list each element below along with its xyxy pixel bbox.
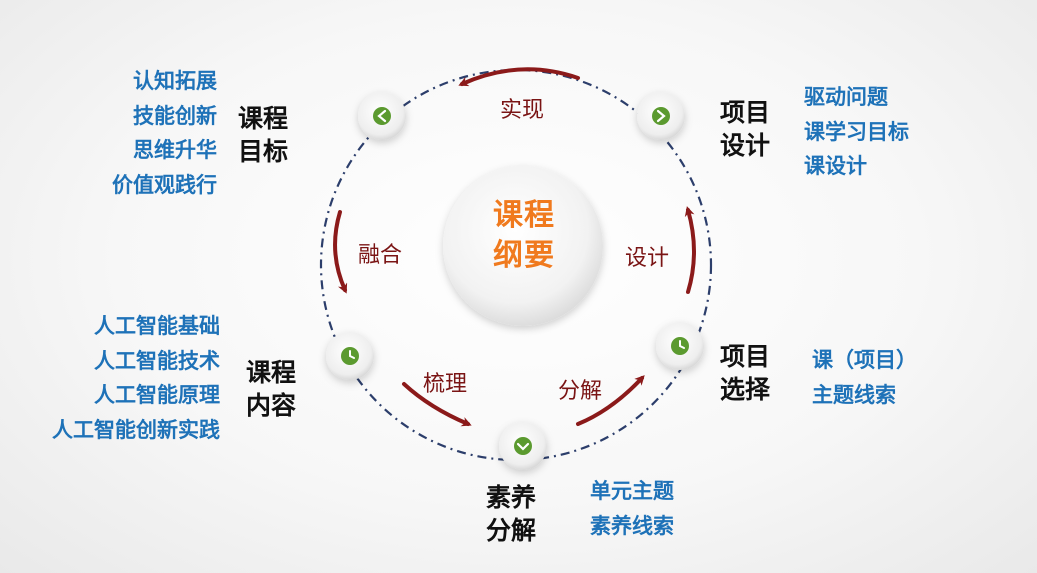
- arrow-label-top: 实现: [500, 98, 545, 123]
- arrow-label-left: 融合: [358, 243, 403, 268]
- arrow-label-right: 设计: [625, 246, 670, 271]
- course-content-items: 人工智能基础 人工智能技术 人工智能原理 人工智能创新实践: [52, 309, 220, 447]
- node-project-select: [656, 322, 704, 370]
- list-item: 人工智能技术: [94, 348, 220, 373]
- list-item: 素养线索: [590, 513, 674, 538]
- title-line: 项目: [720, 98, 771, 127]
- chevron-left-icon: [377, 109, 387, 123]
- arrow-top: [458, 67, 580, 87]
- title-line: 选择: [720, 375, 771, 404]
- list-item: 课设计: [804, 154, 867, 178]
- clock-icon: [679, 340, 685, 349]
- arrow-left: [333, 210, 348, 294]
- list-item: 价值观践行: [112, 172, 217, 197]
- title-line: 课程: [238, 104, 289, 133]
- list-item: 认知拓展: [133, 69, 217, 93]
- literacy-decompose-title: 素养 分解: [486, 481, 536, 547]
- list-item: 思维升华: [133, 138, 217, 162]
- list-item: 单元主题: [590, 479, 674, 503]
- chevron-down-icon: [516, 442, 530, 451]
- title-line: 内容: [246, 391, 297, 420]
- title-line: 课程: [246, 358, 297, 387]
- list-item: 人工智能基础: [94, 314, 220, 338]
- center-title-line2: 纲要: [493, 238, 555, 273]
- project-select-title: 项目 选择: [720, 340, 770, 406]
- title-line: 素养: [486, 483, 537, 512]
- list-item: 人工智能创新实践: [52, 417, 220, 442]
- arrow-bottom-left: [402, 382, 472, 427]
- center-circle: [443, 166, 603, 326]
- center-title-line1: 课程: [493, 198, 555, 233]
- chevron-right-icon: [656, 109, 666, 123]
- course-goal-title: 课程 目标: [238, 102, 288, 168]
- list-item: 课学习目标: [804, 119, 909, 144]
- node-course-goal: [358, 92, 406, 140]
- arrow-right: [684, 206, 696, 294]
- title-line: 目标: [238, 137, 289, 166]
- list-item: 技能创新: [133, 103, 217, 128]
- list-item: 课（项目）: [812, 348, 917, 372]
- project-design-items: 驱动问题 课学习目标 课设计: [804, 80, 909, 184]
- title-line: 设计: [720, 131, 771, 160]
- course-goal-items: 认知拓展 技能创新 思维升华 价值观践行: [112, 64, 217, 202]
- arrow-bottom-right: [576, 375, 645, 426]
- project-select-items: 课（项目） 主题线索: [812, 343, 917, 412]
- title-line: 项目: [720, 342, 771, 371]
- list-item: 主题线索: [812, 382, 896, 407]
- literacy-decompose-items: 单元主题 素养线索: [590, 474, 674, 543]
- course-content-title: 课程 内容: [246, 356, 296, 422]
- node-literacy-decompose: [499, 422, 547, 470]
- center-title: 课程 纲要: [459, 196, 589, 276]
- node-project-design: [637, 92, 685, 140]
- clock-icon: [349, 350, 355, 359]
- arrow-label-bottom-right: 分解: [558, 379, 603, 404]
- list-item: 人工智能原理: [94, 383, 220, 407]
- title-line: 分解: [486, 516, 537, 545]
- project-design-title: 项目 设计: [720, 96, 770, 162]
- node-course-content: [326, 332, 374, 380]
- arrow-label-bottom-left: 梳理: [423, 372, 468, 397]
- list-item: 驱动问题: [804, 85, 888, 109]
